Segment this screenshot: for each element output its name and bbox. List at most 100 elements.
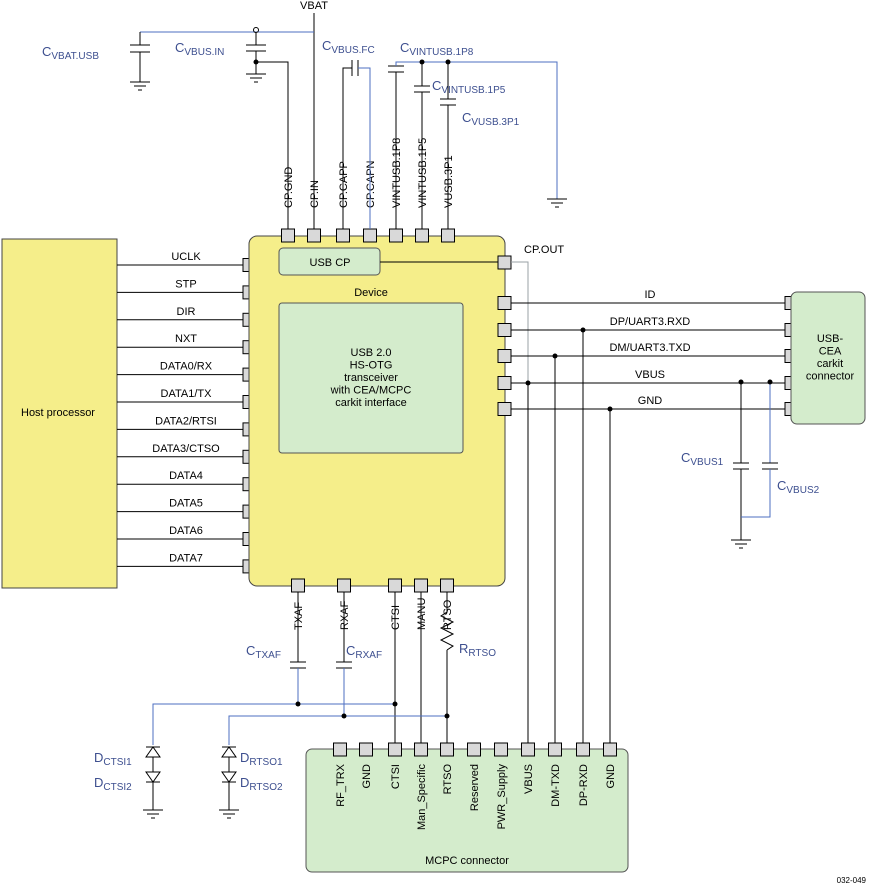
cea-label-line: USB- (817, 333, 844, 345)
vbat-label: VBAT (300, 0, 328, 12)
mcpc-pin-label: GND (361, 764, 373, 789)
mcpc-pin (548, 742, 562, 757)
host-pin-label: DATA0/RX (160, 361, 213, 373)
r-rtso-resistor (439, 611, 455, 651)
host-processor-block (1, 238, 118, 589)
device-right-pin (497, 323, 512, 337)
c-vbus-in-label: CVBUS.IN (175, 40, 224, 58)
r-rtso-label: RRTSO (459, 641, 496, 659)
top-pin-label: CP.CAPN (365, 160, 377, 208)
host-bus-lines: UCLK STP DIR NXT DATA0/RX DATA1/TX DATA2/RTSI D… (117, 251, 257, 574)
right-signal-label: ID (645, 289, 656, 301)
bottom-pin-label: RXAF (339, 600, 351, 630)
d-ctsi1-label: DCTSI1 (94, 750, 132, 768)
host-pin-label: DATA1/TX (161, 388, 213, 400)
top-pin-label: CP.IN (309, 180, 321, 208)
right-signal-label: VBUS (635, 369, 665, 381)
device-top-pin (441, 228, 455, 243)
c-vbus2-label: CVBUS2 (777, 478, 820, 496)
right-signal-label: DM/UART3.TXD (609, 342, 690, 354)
host-pin-label: DATA4 (169, 470, 203, 482)
mcpc-pin-label: CTSI (390, 764, 402, 789)
device-bottom-pin (388, 578, 402, 593)
mcpc-pin-label: RF_TRX (335, 763, 347, 806)
ground-icon (547, 198, 567, 208)
cea-label-line: carkit (817, 358, 843, 370)
mcpc-pin-label: GND (605, 764, 617, 789)
device-bottom-pin (440, 578, 454, 593)
mcpc-pin (388, 742, 402, 757)
rtso-diode-wire (228, 715, 447, 745)
cp-capp-wire (342, 67, 352, 229)
cp-capn-wire (358, 67, 371, 229)
mcpc-pin-label: DM-TXD (550, 764, 562, 807)
usb-cp-label: USB CP (310, 257, 351, 269)
cp-out-label: CP.OUT (524, 244, 564, 256)
mcpc-pin (494, 742, 508, 757)
bottom-pin-label: TXAF (293, 602, 305, 630)
vbus-node-2 (767, 379, 773, 385)
c-vintusb-1p8-label: CVINTUSB.1P8 (400, 40, 474, 58)
cea-label-line: CEA (819, 346, 842, 358)
mcpc-pin (359, 742, 373, 757)
device-top-pin (389, 228, 403, 243)
cea-connector-block (790, 291, 866, 425)
device-top-pin (281, 228, 295, 243)
top-pin-label: CP.CAPP (338, 161, 350, 208)
mcpc-pin-label: Man_Specific (416, 764, 428, 831)
mcpc-pin (603, 742, 617, 757)
node-txaf (295, 701, 301, 707)
device-bottom-pin (291, 578, 305, 593)
ground-icon (143, 809, 163, 819)
cp-gnd-wire (256, 61, 289, 229)
device-right-pin (497, 376, 512, 390)
device-bottom-pin (414, 578, 428, 593)
bottom-pin-label: MANU (416, 598, 428, 630)
vbus-node-1 (738, 379, 744, 385)
mcpc-pin-label: PWR_Supply (496, 764, 508, 830)
mcpc-pin (521, 742, 535, 757)
device-top-pin (363, 228, 377, 243)
vintusb-gnd-rail (395, 61, 558, 199)
c-vbat-usb-label: CVBAT.USB (42, 44, 99, 62)
device-label: Device (354, 287, 388, 299)
mcpc-pin-label: VBUS (523, 764, 535, 794)
mcpc-pin (333, 742, 347, 757)
transceiver-core-block (278, 302, 464, 454)
device-top-pin (415, 228, 429, 243)
ctsi-diode-wire (152, 703, 395, 745)
c-txaf-label: CTXAF (246, 643, 281, 661)
c-rxaf-label: CRXAF (346, 643, 382, 661)
host-pin-label: DATA7 (169, 552, 203, 564)
mcpc-connector-label: MCPC connector (425, 855, 509, 867)
top-pin-label: CP.GND (283, 167, 295, 208)
host-processor-label: Host processor (21, 407, 95, 419)
d-ctsi2-label: DCTSI2 (94, 775, 132, 793)
host-pin-label: DATA6 (169, 525, 203, 537)
d-rtso1-label: DRTSO1 (240, 750, 283, 768)
top-pin-label: VUSB.3P1 (443, 155, 455, 208)
core-text-line: USB 2.0 (351, 347, 392, 359)
host-pin-label: DATA2/RTSI (155, 415, 217, 427)
mcpc-pin-label: RTSO (442, 764, 454, 795)
device-top-pin (307, 228, 321, 243)
core-text-line: with CEA/MCPC (330, 385, 412, 397)
host-pin-label: NXT (175, 333, 197, 345)
device-right-pin (497, 402, 512, 416)
cp-out-pin (497, 255, 512, 270)
bottom-pin-label: RTSO (442, 599, 454, 630)
mcpc-pin (414, 742, 428, 757)
host-pin-label: UCLK (171, 251, 201, 263)
d-rtso2-label: DRTSO2 (240, 775, 283, 793)
c-vusb-3p1-label: CVUSB.3P1 (462, 110, 520, 128)
vbat-rail-node (253, 27, 259, 33)
ground-icon (130, 81, 150, 91)
host-pin-label: DIR (177, 306, 196, 318)
host-pin-label: STP (175, 278, 196, 290)
